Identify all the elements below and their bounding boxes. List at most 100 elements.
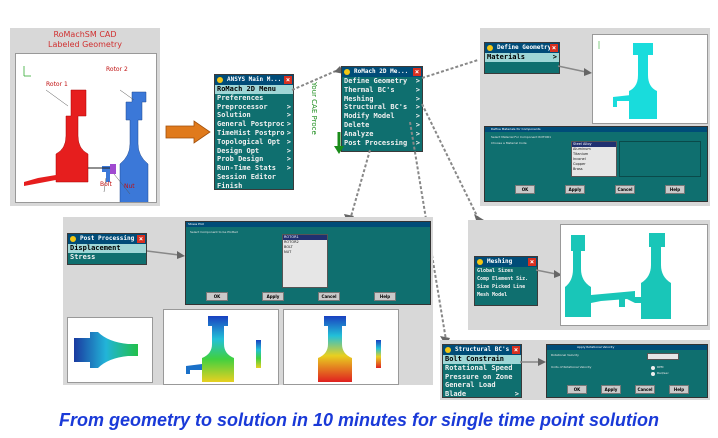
post-title: Post Processing xyxy=(80,235,135,242)
list-item[interactable]: Brass xyxy=(573,167,583,171)
menu-item[interactable]: General Load xyxy=(443,381,521,390)
menu-item[interactable]: Finish xyxy=(215,182,293,191)
dialog-button[interactable]: Apply xyxy=(565,185,585,194)
chevron-right-icon: > xyxy=(286,164,291,173)
menu-item[interactable]: Session Editor xyxy=(215,173,293,182)
menu-item[interactable]: Modify Model> xyxy=(342,112,422,121)
menu-item-label: Preferences xyxy=(217,93,264,102)
menu-item[interactable]: Rotational Speed xyxy=(443,364,521,373)
menu-item[interactable]: Delete > xyxy=(342,121,422,130)
list-item[interactable]: Steel Alloy xyxy=(572,142,616,147)
menu-item[interactable]: Preferences xyxy=(215,94,293,103)
romach-2d-menu: RoMach 2D Me... × Define Geometry>Therma… xyxy=(341,66,423,152)
menu-item[interactable]: Size Picked Line xyxy=(475,283,537,291)
menu-item[interactable]: Solution> xyxy=(215,111,293,120)
menu-item[interactable]: Structural BC's> xyxy=(342,103,422,112)
connector-arrow-5 xyxy=(146,250,185,259)
dialog-button[interactable]: Help xyxy=(665,185,685,194)
close-icon[interactable]: × xyxy=(137,235,145,243)
menu-item[interactable]: Analyze> xyxy=(342,130,422,139)
dialog-button[interactable]: Apply xyxy=(262,292,284,301)
dialog-button[interactable]: OK xyxy=(567,385,587,394)
chevron-right-icon: > xyxy=(415,120,420,129)
result-plot-3-shape xyxy=(318,316,381,382)
dialog-button[interactable]: OK xyxy=(206,292,228,301)
menu-item[interactable]: Meshing> xyxy=(342,95,422,104)
menu-item-label: Rotational Speed xyxy=(445,363,513,372)
close-icon[interactable]: × xyxy=(550,44,558,52)
menu-item[interactable]: RoMach 2D Menu xyxy=(215,85,293,94)
menu-item[interactable]: Run-Time Stats> xyxy=(215,164,293,173)
connector-arrow-3 xyxy=(535,269,562,278)
connector-arrow-2 xyxy=(557,65,592,76)
menu-item[interactable]: Comp Element Siz. xyxy=(475,275,537,283)
menu-item-label: Delete xyxy=(344,120,370,129)
menu-item-label: Preprocessor xyxy=(217,102,268,111)
menu-item-label: Define Geometry xyxy=(344,77,408,85)
menu-item[interactable]: Blade> xyxy=(443,390,521,399)
close-icon[interactable]: × xyxy=(528,258,536,266)
menu-item[interactable]: Displacement xyxy=(68,244,146,253)
rot-velocity-input[interactable] xyxy=(647,353,679,360)
ansys-logo-icon xyxy=(70,236,76,242)
dialog-button[interactable]: Apply xyxy=(601,385,621,394)
menu-item[interactable]: Prob Design> xyxy=(215,155,293,164)
radio-rpm-label: RPM xyxy=(657,365,664,369)
menu-item[interactable]: Design Opt> xyxy=(215,147,293,156)
list-item[interactable]: ROTOR1 xyxy=(283,235,327,240)
chevron-right-icon: > xyxy=(415,129,420,138)
menu-item-label: Modify Model xyxy=(344,112,395,121)
menu-item-label: Materials xyxy=(487,53,525,61)
menu-item-label: Displacement xyxy=(70,244,121,252)
close-icon[interactable]: × xyxy=(284,76,292,84)
menu-item[interactable]: Thermal BC's> xyxy=(342,86,422,95)
result-plot-1 xyxy=(67,317,153,383)
close-icon[interactable]: × xyxy=(413,68,421,76)
menu-item-label: Prob Design xyxy=(217,155,264,164)
label-nut: Nut xyxy=(124,183,135,190)
menu-item[interactable]: Define Geometry > xyxy=(342,77,422,86)
dialog-button[interactable]: Help xyxy=(374,292,396,301)
geometry-view xyxy=(592,34,708,124)
dialog-button[interactable]: Cancel xyxy=(615,185,635,194)
menu-item[interactable]: Stress xyxy=(68,253,146,262)
menu-item[interactable]: Materials> xyxy=(485,53,559,62)
chevron-right-icon: > xyxy=(286,120,291,129)
dialog-button[interactable]: Cancel xyxy=(318,292,340,301)
list-item[interactable]: Aluminum xyxy=(573,147,591,151)
menu-item[interactable]: Post Processing> xyxy=(342,139,422,148)
radio-rpm[interactable] xyxy=(651,366,655,370)
menu-item[interactable]: Global Sizes xyxy=(475,267,537,275)
menu-item-label: General Postproc xyxy=(217,120,285,129)
ansys-logo-icon xyxy=(477,259,483,265)
menu-item[interactable]: Pressure on Zone xyxy=(443,373,521,382)
list-item[interactable]: BOLT xyxy=(284,245,293,249)
list-item[interactable]: ROTOR2 xyxy=(284,240,299,244)
menu-item-label: Global Sizes xyxy=(477,268,514,274)
dialog-button[interactable]: Help xyxy=(669,385,689,394)
menu-item[interactable]: Mesh Model xyxy=(475,291,537,299)
cad-canvas: Rotor 1 Rotor 2 Bolt Nut xyxy=(15,53,157,205)
menu-item[interactable]: TimeHist Postpro> xyxy=(215,129,293,138)
dialog-button[interactable]: Cancel xyxy=(635,385,655,394)
menu-item[interactable]: General Postproc> xyxy=(215,120,293,129)
ansys-logo-icon xyxy=(487,45,493,51)
menu-item-label: Meshing xyxy=(344,94,374,103)
list-item[interactable]: Titanium xyxy=(573,152,589,156)
menu-item[interactable]: Topological Opt> xyxy=(215,138,293,147)
radio-radsec[interactable] xyxy=(651,372,655,376)
menu-item[interactable]: Preprocessor> xyxy=(215,103,293,112)
material-dialog-heading: Select Material For Component ROTOR1 xyxy=(491,135,551,139)
chevron-right-icon: > xyxy=(415,77,420,85)
list-item[interactable]: Copper xyxy=(573,162,586,166)
dialog-button[interactable]: OK xyxy=(515,185,535,194)
list-item[interactable]: NUT xyxy=(284,250,292,254)
result-plot-2 xyxy=(163,309,279,385)
close-icon[interactable]: × xyxy=(512,346,520,354)
menu-item[interactable]: Bolt Constrain xyxy=(443,355,521,364)
meshing-titlebar: Meshing × xyxy=(475,257,537,267)
list-item[interactable]: Inconel xyxy=(573,157,586,161)
